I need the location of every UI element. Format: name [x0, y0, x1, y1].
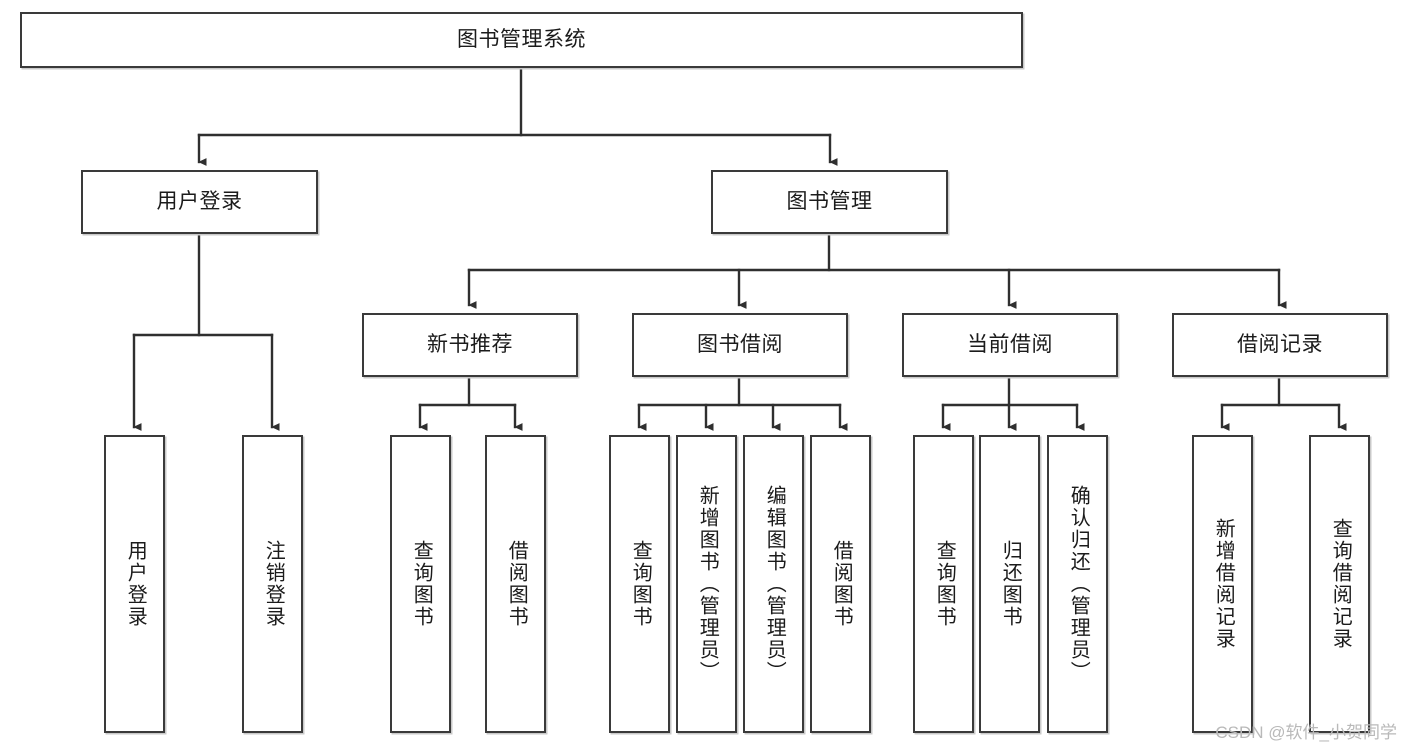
leaf-user-login-label: 用户登录	[124, 540, 147, 628]
node-borrow-records-label: 借阅记录	[1237, 333, 1323, 357]
leaf-recommend-query-book[interactable]: 查询图书	[390, 435, 451, 733]
leaf-user-login[interactable]: 用户登录	[104, 435, 165, 733]
leaf-current-query-book[interactable]: 查询图书	[913, 435, 974, 733]
watermark: CSDN @软件_小贺同学	[1215, 723, 1397, 742]
node-book-borrow-label: 图书借阅	[697, 333, 783, 357]
leaf-user-logout[interactable]: 注销登录	[242, 435, 303, 733]
node-current-borrow-label: 当前借阅	[967, 333, 1053, 357]
leaf-borrow-query-book[interactable]: 查询图书	[609, 435, 670, 733]
leaf-add-book-admin-label: 新增图书（管理员）	[696, 485, 719, 683]
leaf-confirm-return-admin[interactable]: 确认归还（管理员）	[1047, 435, 1108, 733]
leaf-edit-book-admin-label: 编辑图书（管理员）	[763, 485, 786, 683]
node-user-login-label: 用户登录	[156, 190, 243, 214]
leaf-borrow-book-label: 借阅图书	[830, 540, 853, 628]
node-borrow-records[interactable]: 借阅记录	[1172, 313, 1388, 377]
leaf-confirm-return-admin-label: 确认归还（管理员）	[1067, 485, 1090, 683]
node-root-label: 图书管理系统	[457, 28, 586, 52]
leaf-return-book[interactable]: 归还图书	[979, 435, 1040, 733]
leaf-recommend-query-book-label: 查询图书	[410, 540, 433, 628]
node-root[interactable]: 图书管理系统	[20, 12, 1023, 68]
leaf-query-borrow-record-label: 查询借阅记录	[1329, 518, 1352, 650]
leaf-current-query-book-label: 查询图书	[933, 540, 956, 628]
leaf-add-borrow-record-label: 新增借阅记录	[1212, 518, 1235, 650]
leaf-recommend-borrow-book[interactable]: 借阅图书	[485, 435, 546, 733]
leaf-query-borrow-record[interactable]: 查询借阅记录	[1309, 435, 1370, 733]
leaf-edit-book-admin[interactable]: 编辑图书（管理员）	[743, 435, 804, 733]
leaf-borrow-query-book-label: 查询图书	[629, 540, 652, 628]
leaf-recommend-borrow-book-label: 借阅图书	[505, 540, 528, 628]
leaf-add-borrow-record[interactable]: 新增借阅记录	[1192, 435, 1253, 733]
node-book-management-label: 图书管理	[786, 190, 873, 214]
node-book-borrow[interactable]: 图书借阅	[632, 313, 848, 377]
node-new-book-recommend-label: 新书推荐	[427, 333, 513, 357]
leaf-user-logout-label: 注销登录	[262, 540, 285, 628]
node-current-borrow[interactable]: 当前借阅	[902, 313, 1118, 377]
node-book-management[interactable]: 图书管理	[711, 170, 948, 234]
leaf-borrow-book[interactable]: 借阅图书	[810, 435, 871, 733]
node-user-login[interactable]: 用户登录	[81, 170, 318, 234]
leaf-return-book-label: 归还图书	[999, 540, 1022, 628]
leaf-add-book-admin[interactable]: 新增图书（管理员）	[676, 435, 737, 733]
node-new-book-recommend[interactable]: 新书推荐	[362, 313, 578, 377]
